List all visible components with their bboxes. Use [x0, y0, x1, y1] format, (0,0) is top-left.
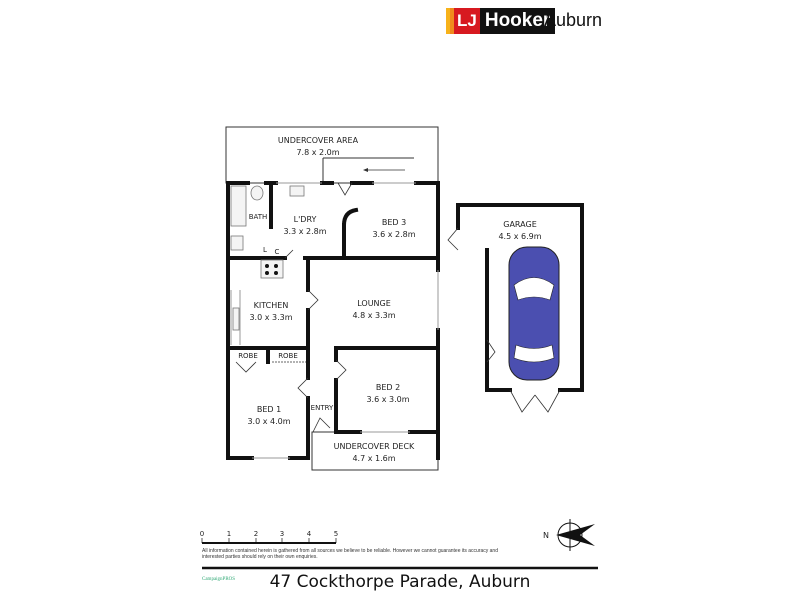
door-swings: [235, 182, 561, 433]
arrow-head-icon: [363, 168, 368, 172]
label-laundry: L'DRY: [294, 215, 317, 224]
scale-tick: 2: [254, 530, 258, 538]
walls: [226, 181, 584, 460]
label-bed1: BED 1: [257, 405, 281, 414]
size-bed3: 3.6 x 2.8m: [372, 230, 415, 239]
stove-burners: [265, 264, 278, 275]
label-robe-2: ROBE: [278, 352, 298, 360]
scale-bar: 0 1 2 3 4 5: [200, 530, 338, 544]
logo-lj: LJ: [454, 8, 480, 34]
size-garage: 4.5 x 6.9m: [498, 232, 541, 241]
compass-north: N: [543, 531, 549, 540]
toilet-icon: [250, 185, 264, 201]
scale-tick: 4: [307, 530, 312, 538]
label-bath: BATH: [249, 213, 268, 221]
logo-name: Hooker: [479, 8, 556, 34]
size-kitchen: 3.0 x 3.3m: [249, 313, 292, 322]
lj-hooker-logo: LJ Hooker: [446, 8, 556, 34]
size-laundry: 3.3 x 2.8m: [283, 227, 326, 236]
label-kitchen: KITCHEN: [254, 301, 289, 310]
car-icon: [508, 246, 560, 381]
undercover-deck-outline: [311, 431, 439, 471]
label-bed2: BED 2: [376, 383, 400, 392]
scale-tick: 5: [334, 530, 338, 538]
logo-stripes: [446, 8, 454, 34]
label-undercover-deck: UNDERCOVER DECK: [334, 442, 415, 451]
label-entry: ENTRY: [311, 404, 334, 412]
scale-tick: 3: [280, 530, 284, 538]
size-lounge: 4.8 x 3.3m: [352, 311, 395, 320]
disclaimer: All information contained herein is gath…: [202, 548, 498, 560]
sink-icon: [289, 185, 305, 197]
basin-icon: [230, 235, 244, 251]
label-bed3: BED 3: [382, 218, 406, 227]
label-robe-1: ROBE: [238, 352, 258, 360]
size-undercover-area: 7.8 x 2.0m: [296, 148, 339, 157]
scale-tick: 1: [227, 530, 231, 538]
office-name: Auburn: [544, 10, 603, 30]
label-linen: L: [263, 246, 267, 254]
size-bed1: 3.0 x 4.0m: [247, 417, 290, 426]
label-undercover-area: UNDERCOVER AREA: [278, 136, 359, 145]
kitchen-sink-icon: [232, 307, 240, 331]
label-lounge: LOUNGE: [357, 299, 391, 308]
compass-icon: N: [543, 519, 595, 551]
label-cupboard: C: [275, 248, 280, 256]
bathtub-icon: [230, 185, 247, 227]
scale-tick: 0: [200, 530, 204, 538]
property-address: 47 Cockthorpe Parade, Auburn: [269, 572, 531, 592]
windows: [230, 182, 439, 459]
size-bed2: 3.6 x 3.0m: [366, 395, 409, 404]
campaignpros-credit: CampaignPROS: [202, 577, 236, 582]
label-garage: GARAGE: [503, 220, 537, 229]
stove-icon: [260, 259, 284, 279]
size-undercover-deck: 4.7 x 1.6m: [352, 454, 395, 463]
